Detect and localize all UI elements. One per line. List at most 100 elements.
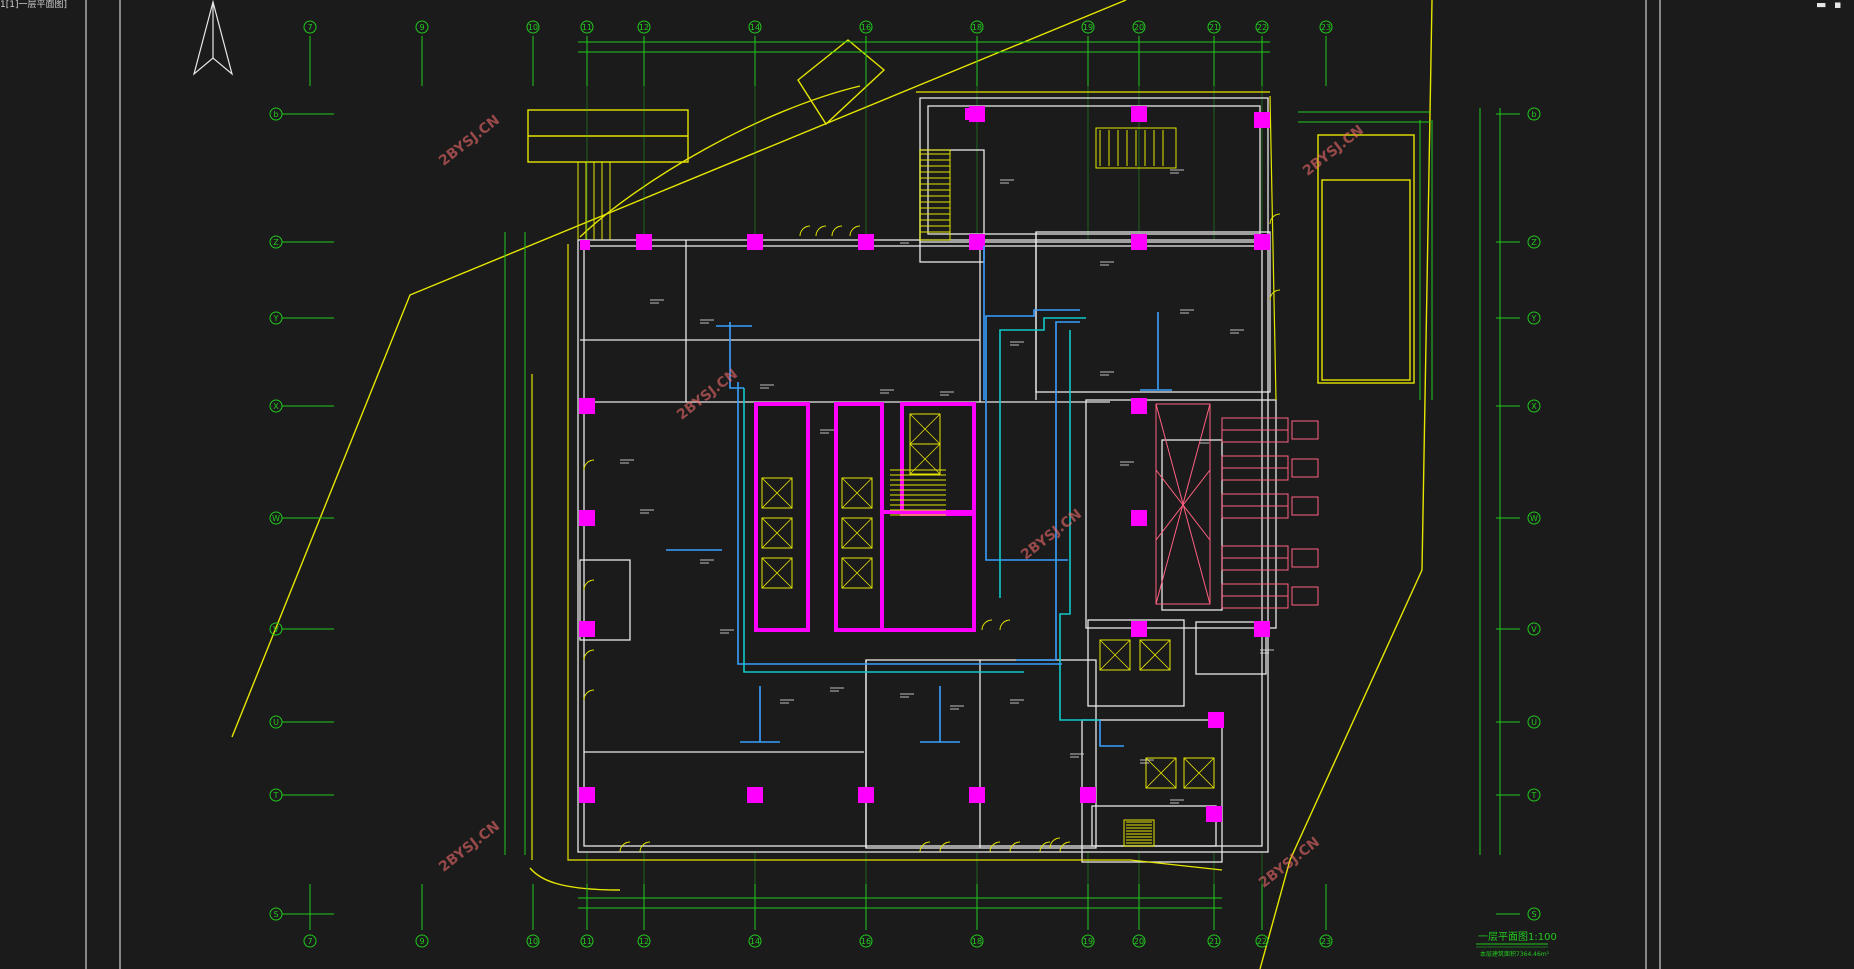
col-axis-label: 19 xyxy=(1083,23,1093,32)
row-axis-label: W xyxy=(272,514,280,523)
col-axis-bubble-bottom-23 xyxy=(1319,934,1333,948)
column-mark xyxy=(969,787,985,803)
row-axis-bubble-left-T xyxy=(269,788,283,802)
col-axis-label: 21 xyxy=(1209,23,1219,32)
row-axis-label: S xyxy=(273,910,278,919)
axis-grid: 7799101011111212141416161818191920202121… xyxy=(269,20,1541,948)
row-axis-label: Z xyxy=(1531,238,1537,247)
row-axis-label: b xyxy=(273,110,278,119)
col-axis-bubble-top-22 xyxy=(1255,20,1269,34)
column-mark xyxy=(1080,787,1096,803)
row-axis-label: Y xyxy=(273,314,279,323)
col-axis-bubble-bottom-9 xyxy=(415,934,429,948)
elevator-cars xyxy=(761,413,1215,789)
row-axis-bubble-right-S xyxy=(1527,907,1541,921)
plan-subtitle: 本层建筑面积7364.46m² xyxy=(1480,950,1550,958)
row-axis-label: Y xyxy=(1531,314,1537,323)
column-mark xyxy=(579,621,595,637)
hvac-ducts xyxy=(666,246,1172,747)
col-axis-bubble-top-11 xyxy=(580,20,594,34)
row-axis-bubble-right-U xyxy=(1527,715,1541,729)
row-axis-bubble-left-U xyxy=(269,715,283,729)
watermark-text: 2BYSJ.CN xyxy=(436,112,503,169)
col-axis-label: 22 xyxy=(1257,23,1267,32)
col-axis-label: 20 xyxy=(1134,23,1144,32)
row-axis-bubble-right-Z xyxy=(1527,235,1541,249)
row-axis-label: S xyxy=(1531,910,1536,919)
column-mark xyxy=(747,787,763,803)
drawing-frame xyxy=(85,0,1661,969)
col-axis-bubble-bottom-10 xyxy=(526,934,540,948)
col-axis-bubble-top-23 xyxy=(1319,20,1333,34)
col-axis-label: 20 xyxy=(1134,937,1144,946)
row-axis-bubble-left-X xyxy=(269,399,283,413)
site-boundary xyxy=(231,0,1433,969)
col-axis-bubble-bottom-14 xyxy=(748,934,762,948)
row-axis-bubble-right-V xyxy=(1527,622,1541,636)
row-axis-bubble-right-Y xyxy=(1527,311,1541,325)
col-axis-label: 19 xyxy=(1083,937,1093,946)
row-axis-bubble-left-b xyxy=(269,107,283,121)
col-axis-bubble-bottom-20 xyxy=(1132,934,1146,948)
watermark-text: 2BYSJ.CN xyxy=(674,366,741,423)
col-axis-bubble-top-9 xyxy=(415,20,429,34)
column-mark xyxy=(1131,106,1147,122)
close-icon[interactable]: ▪ xyxy=(1834,0,1842,11)
col-axis-label: 16 xyxy=(861,937,871,946)
col-axis-bubble-top-18 xyxy=(970,20,984,34)
col-axis-label: 9 xyxy=(419,937,424,946)
row-axis-bubble-left-S xyxy=(269,907,283,921)
col-axis-label: 14 xyxy=(750,937,760,946)
col-axis-bubble-bottom-11 xyxy=(580,934,594,948)
column-mark xyxy=(1206,806,1222,822)
row-axis-label: T xyxy=(273,791,279,800)
col-axis-bubble-top-10 xyxy=(526,20,540,34)
col-axis-bubble-top-16 xyxy=(859,20,873,34)
row-axis-bubble-left-Z xyxy=(269,235,283,249)
window-title: 1[1]一层平面图] xyxy=(0,0,67,10)
col-axis-label: 18 xyxy=(972,23,982,32)
col-axis-bubble-bottom-19 xyxy=(1081,934,1095,948)
column-mark xyxy=(1131,234,1147,250)
col-axis-label: 18 xyxy=(972,937,982,946)
col-axis-label: 11 xyxy=(582,23,592,32)
structural-columns xyxy=(579,106,1270,822)
column-mark xyxy=(1254,621,1270,637)
row-axis-label: Z xyxy=(273,238,279,247)
col-axis-bubble-top-20 xyxy=(1132,20,1146,34)
col-axis-label: 21 xyxy=(1209,937,1219,946)
row-axis-label: W xyxy=(1530,514,1538,523)
row-axis-label: U xyxy=(273,718,279,727)
col-axis-label: 9 xyxy=(419,23,424,32)
row-axis-label: U xyxy=(1531,718,1537,727)
row-axis-label: V xyxy=(273,625,279,634)
col-axis-bubble-bottom-7 xyxy=(303,934,317,948)
door-swings xyxy=(583,213,1281,853)
slab-edge xyxy=(531,91,1277,871)
column-mark xyxy=(858,234,874,250)
parking-spaces xyxy=(1155,403,1319,609)
col-axis-label: 14 xyxy=(750,23,760,32)
col-axis-label: 23 xyxy=(1321,23,1331,32)
row-axis-label: b xyxy=(1531,110,1536,119)
plan-title-block: 一层平面图1:100 本层建筑面积7364.46m² xyxy=(1476,931,1557,958)
minimize-icon[interactable]: ▬ xyxy=(1816,0,1827,11)
column-mark xyxy=(579,787,595,803)
col-axis-bubble-top-21 xyxy=(1207,20,1221,34)
col-axis-bubble-top-19 xyxy=(1081,20,1095,34)
row-axis-label: T xyxy=(1531,791,1537,800)
watermark-text: 2BYSJ.CN xyxy=(1018,506,1085,563)
column-mark xyxy=(579,398,595,414)
plan-title: 一层平面图1:100 xyxy=(1478,931,1557,943)
col-axis-label: 7 xyxy=(307,937,312,946)
col-axis-label: 12 xyxy=(639,937,649,946)
col-axis-label: 12 xyxy=(639,23,649,32)
row-axis-bubble-left-V xyxy=(269,622,283,636)
col-axis-bubble-top-12 xyxy=(637,20,651,34)
col-axis-bubble-bottom-16 xyxy=(859,934,873,948)
watermark-text: 2BYSJ.CN xyxy=(1300,122,1367,179)
watermark-text: 2BYSJ.CN xyxy=(436,818,503,875)
core-walls xyxy=(754,402,976,632)
column-mark xyxy=(969,234,985,250)
